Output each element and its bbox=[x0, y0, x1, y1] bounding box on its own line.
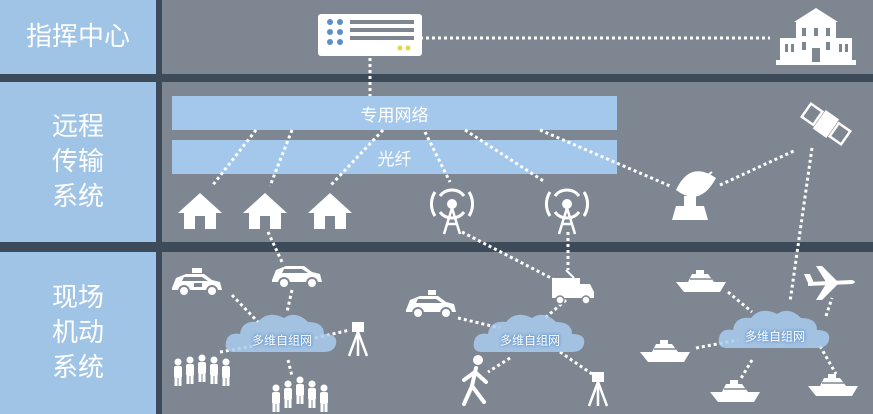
cloud3-to-boat4-link bbox=[818, 345, 838, 375]
taxi-icon bbox=[171, 268, 223, 297]
house-icon bbox=[243, 193, 287, 229]
network-to-tower1-link bbox=[423, 131, 452, 183]
satellite-to-cloud3-link bbox=[788, 147, 814, 303]
dedicated-network-bar: 专用网络 bbox=[172, 96, 617, 130]
row-label-text: 现场 机动 系统 bbox=[51, 282, 104, 383]
police-car-icon bbox=[405, 290, 457, 319]
row-label-field-mobile: 现场 机动 系统 bbox=[0, 252, 156, 414]
cloud3-to-plane-link bbox=[824, 297, 834, 317]
fiber-bar: 光纤 bbox=[172, 140, 617, 174]
network-to-satellite-dish-link bbox=[539, 128, 671, 188]
people-group-icon bbox=[174, 354, 230, 386]
cloud2-to-walker-link bbox=[487, 356, 511, 374]
boat-icon bbox=[709, 379, 761, 403]
people-crowd-icon bbox=[272, 376, 328, 412]
tripod-camera-icon bbox=[347, 320, 369, 358]
fiber-label: 光纤 bbox=[377, 149, 412, 170]
boat1-to-cloud3-link bbox=[727, 290, 753, 314]
cloud-label: 多维自组网 bbox=[251, 333, 313, 348]
links bbox=[210, 36, 838, 381]
dish-to-satellite-link bbox=[719, 148, 797, 187]
police-car-to-cloud2-link bbox=[457, 316, 501, 330]
cloud1-to-crowd-link bbox=[286, 359, 294, 377]
house-icon bbox=[308, 193, 352, 229]
car-icon bbox=[271, 265, 323, 289]
tripod-camera-icon bbox=[587, 370, 609, 408]
server-icon bbox=[318, 14, 422, 56]
taxi-to-cloud1-link bbox=[230, 293, 260, 324]
network-to-house2-link bbox=[268, 129, 294, 187]
radio-tower-icon bbox=[429, 188, 475, 236]
boat-icon bbox=[639, 339, 691, 363]
airplane-icon bbox=[804, 266, 855, 300]
boat-icon bbox=[675, 269, 727, 293]
cloud-label: 多维自组网 bbox=[744, 329, 806, 344]
satellite-icon bbox=[800, 101, 852, 147]
house2-to-car-link bbox=[266, 231, 284, 263]
cloud-label: 多维自组网 bbox=[499, 333, 561, 348]
radio-tower-icon bbox=[544, 188, 590, 236]
dedicated-network-label: 专用网络 bbox=[360, 105, 429, 126]
row-label-remote-transmission: 远程 传输 系统 bbox=[0, 82, 156, 242]
network-to-house3-link bbox=[328, 128, 385, 188]
satellite-dish-icon bbox=[672, 171, 716, 220]
network-to-tower2-link bbox=[464, 128, 546, 184]
house-icon bbox=[178, 193, 222, 229]
building-icon bbox=[776, 8, 856, 65]
truck-to-cloud2-link bbox=[544, 298, 567, 320]
cloud2-to-tripod2-link bbox=[559, 350, 593, 376]
boat2-to-cloud3-link bbox=[695, 338, 739, 350]
row-label-command-center: 指挥中心 bbox=[0, 0, 156, 74]
tower1-to-truck-link bbox=[461, 230, 556, 282]
walking-person-icon bbox=[462, 355, 488, 406]
network-to-house1-link bbox=[210, 129, 258, 187]
row-label-text: 指挥中心 bbox=[25, 21, 130, 52]
truck-icon bbox=[552, 269, 594, 305]
car-to-cloud1-link bbox=[285, 289, 294, 313]
boat-icon bbox=[807, 373, 859, 397]
row-label-text: 远程 传输 系统 bbox=[51, 111, 104, 212]
cloud3-to-boat3-link bbox=[738, 359, 754, 381]
